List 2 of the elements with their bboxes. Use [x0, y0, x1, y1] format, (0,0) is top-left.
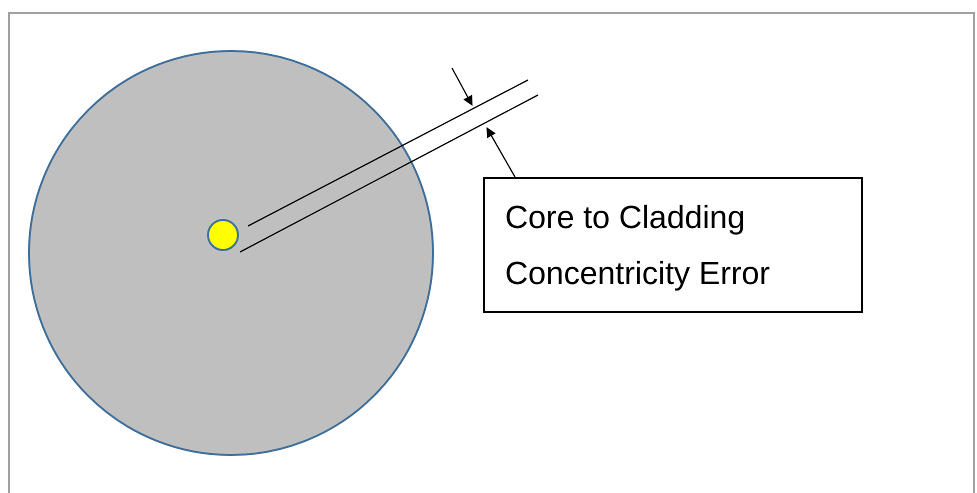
- callout-text: Core to Cladding Concentricity Error: [505, 198, 771, 293]
- callout-box: [483, 177, 863, 313]
